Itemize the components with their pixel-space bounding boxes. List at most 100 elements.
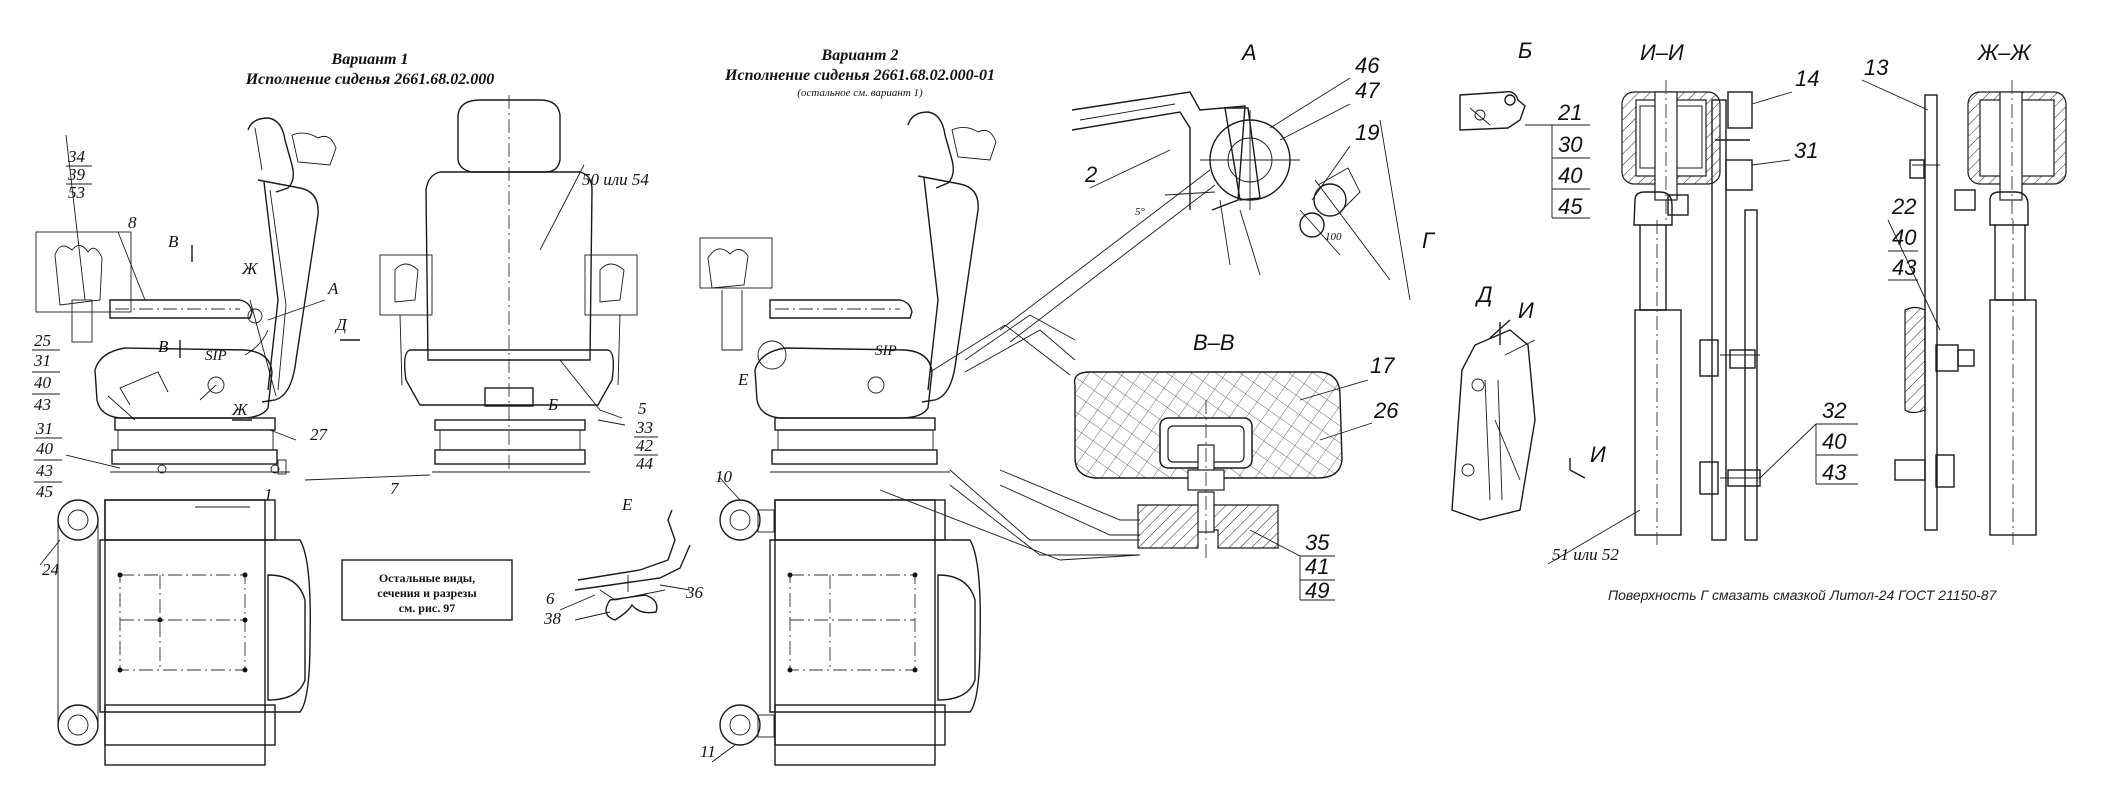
remarks-line-3: см. рис. 97 [399, 601, 455, 615]
label-7: 7 [390, 479, 400, 498]
stack-s3: 31 40 43 45 [34, 419, 62, 501]
stack-s5: 21 30 40 45 [1525, 100, 1590, 219]
stack-s1-0: 34 [67, 147, 86, 166]
stack-s6-1: 43 [1892, 255, 1917, 280]
label-2: 2 [1084, 162, 1097, 187]
view-d-label: Д [1474, 282, 1493, 307]
label-38: 38 [543, 609, 562, 628]
label-26: 26 [1373, 398, 1399, 423]
view-e-mark: Е [737, 370, 749, 389]
label-31b: 31 [1794, 138, 1818, 163]
stack-s3-1: 40 [36, 439, 54, 458]
label-27: 27 [310, 425, 329, 444]
label-sip-2: SIP [875, 343, 897, 359]
stack-s8-0: 35 [1305, 530, 1330, 555]
label-11: 11 [700, 742, 716, 761]
variant2-side-view [699, 111, 997, 473]
label-8: 8 [128, 213, 137, 232]
stack-s8-1: 41 [1305, 554, 1329, 579]
vv-leader-frames [879, 169, 1216, 561]
label-1: 1 [264, 485, 273, 504]
leaders [39, 134, 741, 763]
variant1-title: Вариант 1 [331, 51, 409, 68]
footnote: Поверхность Г смазать смазкой Литол-24 Г… [1608, 587, 1998, 603]
label-6: 6 [546, 589, 555, 608]
stack-s3-3: 45 [36, 482, 53, 501]
stack-s1-1: 39 [67, 165, 86, 184]
stack-s7-0: 32 [1822, 398, 1846, 423]
section-v-mark-top: В [168, 232, 179, 251]
label-angle-5: 5° [1135, 206, 1146, 218]
section-zhzh [1894, 80, 2067, 545]
remarks-line-1: Остальные виды, [379, 571, 475, 585]
section-vv [1073, 371, 1343, 560]
stack-s6: 40 43 [1887, 219, 1941, 331]
stack-s5-1: 30 [1558, 132, 1583, 157]
stack-s2-2: 40 [34, 373, 52, 392]
label-51-52: 51 или 52 [1552, 545, 1619, 564]
view-a-mark: А [327, 279, 339, 298]
surface-g-label: Г [1422, 228, 1436, 253]
label-14: 14 [1795, 66, 1819, 91]
variant2-top-view [719, 499, 981, 766]
label-22: 22 [1891, 194, 1916, 219]
stack-s4-0: 33 [635, 418, 653, 437]
variant1-subtitle: Исполнение сиденья 2661.68.02.000 [245, 71, 495, 88]
section-zh-mark-bottom: Ж [231, 400, 249, 419]
section-zh-mark-top: Ж [241, 259, 259, 278]
section-zhzh-label: Ж–Ж [1977, 40, 2032, 65]
stack-s8-2: 49 [1305, 578, 1329, 603]
stack-s1-2: 53 [68, 183, 85, 202]
remarks-box: Остальные виды, сечения и разрезы см. ри… [341, 559, 513, 621]
section-i-mark-top: И [1518, 298, 1534, 323]
label-10: 10 [715, 467, 733, 486]
view-e-bracket [574, 509, 691, 621]
stack-s4-1: 42 [636, 436, 654, 455]
variant2-subtitle: Исполнение сиденья 2661.68.02.000-01 [724, 67, 995, 84]
label-24: 24 [42, 560, 60, 579]
label-sip-1: SIP [205, 348, 227, 364]
variant2-title: Вариант 2 [821, 47, 899, 64]
label-dim-100: 100 [1325, 231, 1342, 243]
view-b-mark: Б [547, 395, 558, 414]
variant2-note: (остальное см. вариант 1) [797, 87, 923, 99]
section-i-mark-bottom: И [1590, 442, 1606, 467]
label-13: 13 [1864, 55, 1889, 80]
stack-s1: 34 39 53 [66, 147, 92, 202]
label-46: 46 [1355, 53, 1380, 78]
section-vv-label: В–В [1193, 330, 1235, 355]
stack-s7-2: 43 [1822, 460, 1847, 485]
stack-s2-3: 43 [34, 395, 51, 414]
variant1-front-view [379, 95, 638, 473]
label-36: 36 [685, 583, 704, 602]
stack-s7-1: 40 [1822, 429, 1847, 454]
stack-s7: 32 40 43 [1759, 398, 1858, 485]
stack-s3-0: 31 [35, 419, 53, 438]
section-ii-label: И–И [1640, 40, 1684, 65]
stack-s5-2: 40 [1558, 163, 1583, 188]
section-v-mark-bottom: В [158, 337, 169, 356]
stack-s8: 35 41 49 [1249, 529, 1335, 603]
label-5: 5 [638, 399, 647, 418]
view-d-detail [1451, 329, 1536, 521]
view-a-label: А [1240, 40, 1257, 65]
section-ii [1621, 80, 1761, 545]
view-b-label: Б [1518, 38, 1532, 63]
label-19: 19 [1355, 120, 1379, 145]
stack-s5-3: 45 [1558, 194, 1583, 219]
remarks-line-2: сечения и разрезы [377, 586, 477, 600]
label-50-54: 50 или 54 [582, 170, 649, 189]
stack-s2-0: 25 [34, 331, 51, 350]
variant1-top-view [57, 499, 311, 766]
stack-s2: 25 31 40 43 [32, 331, 60, 414]
stack-s3-2: 43 [36, 461, 53, 480]
view-a-detail [1071, 91, 1411, 301]
view-d-arrow-label: Д [334, 315, 348, 334]
stack-s2-1: 31 [33, 351, 51, 370]
stack-s4: 33 42 44 [634, 418, 658, 473]
view-b-detail [1459, 90, 1526, 131]
view-e-label: Е [621, 495, 633, 514]
label-17: 17 [1370, 353, 1395, 378]
variant1-side-view [35, 117, 337, 475]
